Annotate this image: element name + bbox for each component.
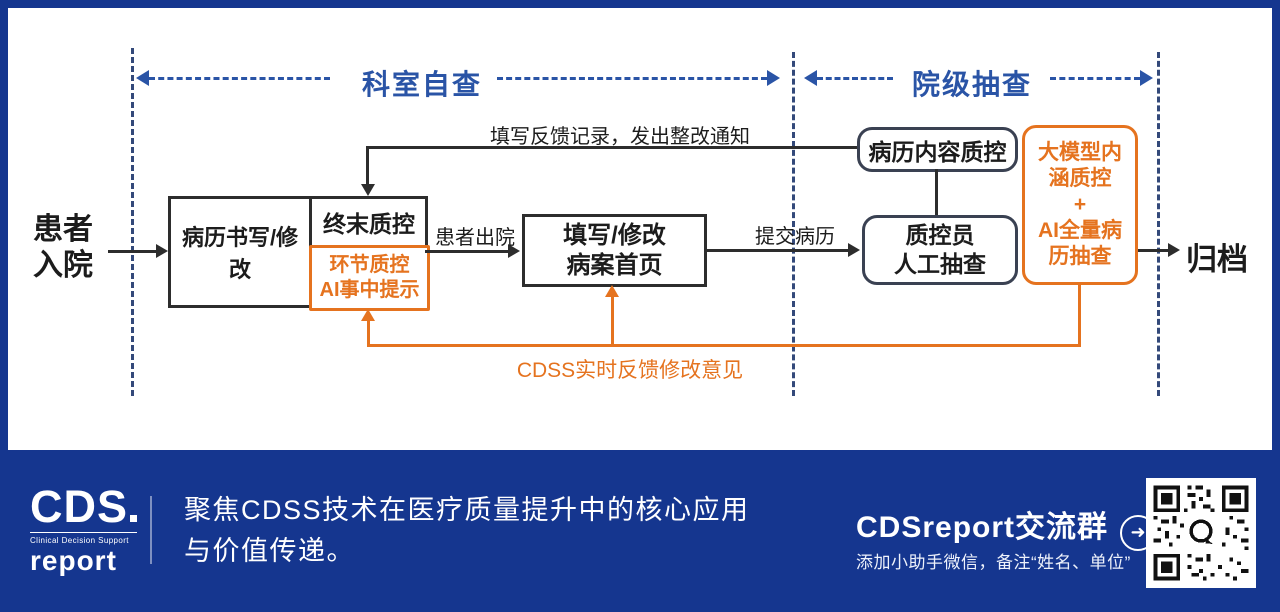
logo-dot: [130, 515, 138, 522]
lane-guide-middle: [792, 52, 795, 396]
arrow-right-icon: [1140, 70, 1153, 86]
node-patient-admission: 患者 入院: [33, 213, 93, 282]
connector-cdss-up2: [611, 296, 614, 344]
node-content-qc: 病历内容质控: [857, 127, 1018, 172]
arrow-left-icon: [136, 70, 149, 86]
lane-dash-line: [1050, 77, 1140, 80]
wechat-group-title-row: CDSreport交流群➜: [856, 502, 1157, 551]
connector-admission: [108, 250, 158, 253]
lane-guide-right: [1157, 52, 1160, 396]
edge-label-cdss: CDSS实时反馈修改意见: [516, 359, 744, 382]
qr-code-pattern: [1146, 478, 1256, 588]
connector-feedback-drop: [366, 146, 369, 186]
lane-dash-line: [149, 77, 330, 80]
node-record-writing: 病历书写/修改: [181, 225, 299, 282]
footer-divider: [150, 496, 152, 564]
arrow-up-icon: [605, 285, 619, 297]
cds-report-logo: CDS Clinical Decision Support report: [30, 484, 138, 577]
connector-discharge: [425, 250, 510, 253]
node-archive: 归档: [1186, 242, 1248, 277]
wechat-group-subtext: 添加小助手微信，备注“姓名、单位”: [856, 553, 1131, 572]
arrow-right-icon: [1168, 243, 1180, 257]
wechat-group-title: CDSreport交流群: [856, 511, 1109, 544]
logo-report-text: report: [30, 545, 117, 576]
edge-label-discharge: 患者出院: [435, 227, 515, 249]
chat-bubble-icon: [1205, 539, 1213, 544]
lane-dash-line: [497, 77, 767, 80]
logo-subtitle: Clinical Decision Support: [30, 532, 138, 545]
lane-label-department: 科室自查: [361, 69, 482, 100]
connector-cdss-feedback: [367, 344, 1081, 347]
node-process-qc: 环节质控 AI事中提示: [309, 245, 430, 311]
arrow-right-icon: [508, 244, 520, 258]
arrow-up-icon: [361, 309, 375, 321]
arrow-left-icon: [804, 70, 817, 86]
logo-cds-text: CDS: [30, 484, 138, 529]
qr-code: [1146, 478, 1256, 588]
node-fill-front-page: 填写/修改 病案首页: [522, 214, 707, 287]
connector-qc-to-manual: [935, 169, 938, 215]
lane-dash-line: [817, 77, 893, 80]
node-llm-qc: 大模型内 涵质控 + AI全量病 历抽查: [1022, 125, 1138, 285]
lane-guide-left: [131, 48, 134, 396]
arrow-right-icon: [767, 70, 780, 86]
connector-submit: [704, 249, 849, 252]
arrow-right-icon: [848, 243, 860, 257]
connector-cdss-up1: [367, 320, 370, 344]
connector-feedback: [368, 146, 857, 149]
arrow-right-icon: [156, 244, 168, 258]
node-final-qc: 终末质控: [323, 211, 415, 237]
connector-archive: [1138, 249, 1170, 252]
edge-label-feedback: 填写反馈记录，发出整改通知: [490, 126, 750, 148]
arrow-down-icon: [361, 184, 375, 196]
footer-tagline: 聚焦CDSS技术在医疗质量提升中的核心应用 与价值传递。: [184, 495, 750, 566]
edge-label-submit: 提交病历: [755, 226, 835, 248]
lane-label-hospital: 院级抽查: [911, 69, 1032, 100]
node-manual-sampling: 质控员 人工抽查: [862, 215, 1018, 285]
connector-cdss-down: [1078, 282, 1081, 344]
